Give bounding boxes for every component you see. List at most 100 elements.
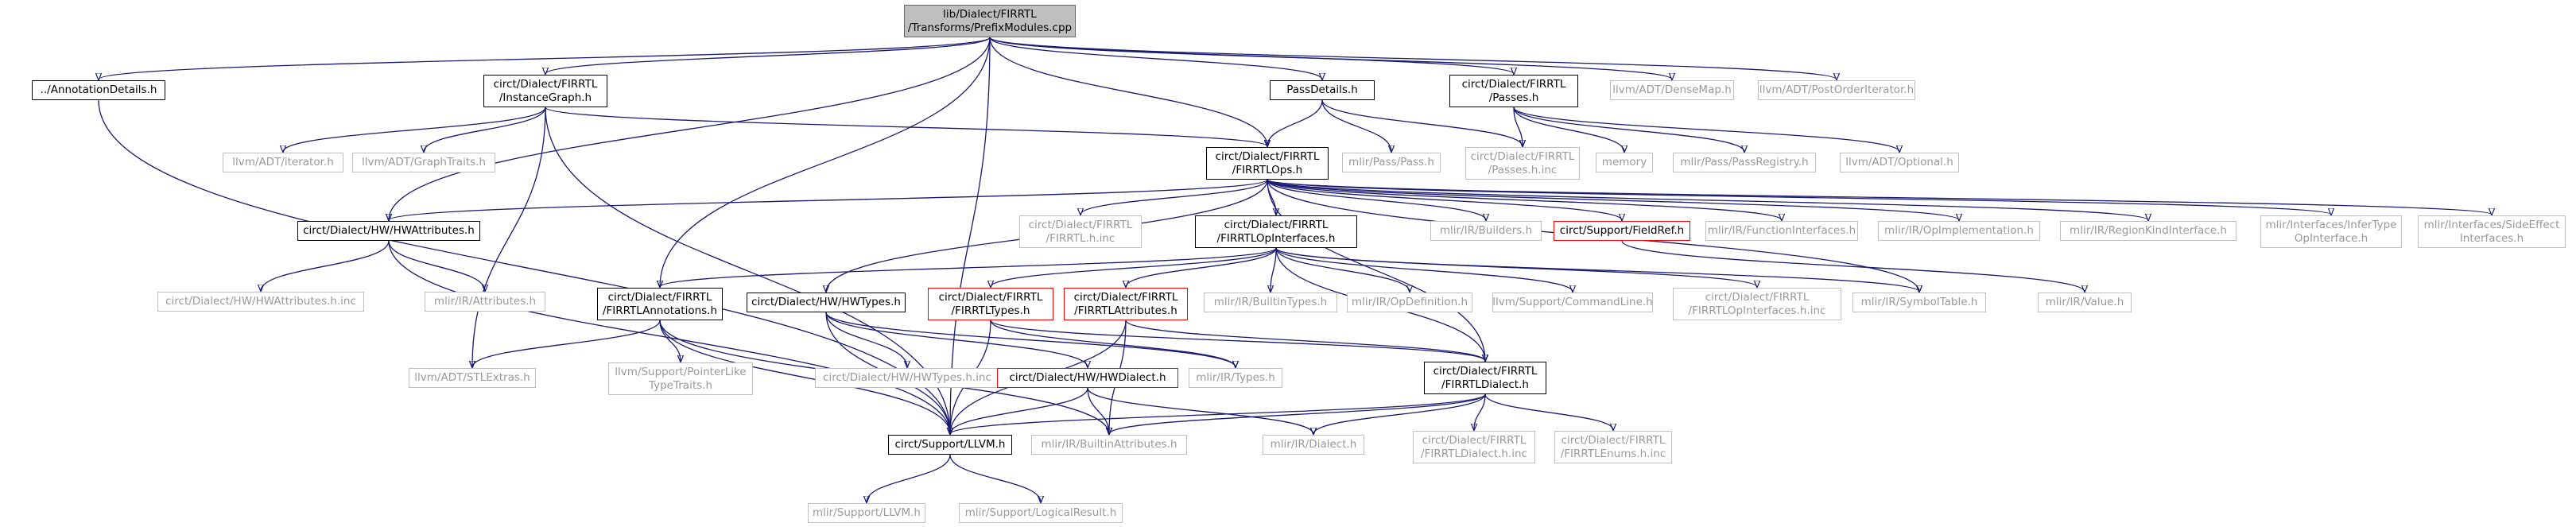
edge-llvmh-to-mlirllvm <box>867 454 951 502</box>
node-postorder: llvm/ADT/PostOrderIterator.h <box>1758 80 1915 100</box>
node-symboltable: mlir/IR/SymbolTable.h <box>1852 293 1986 312</box>
node-firrtlops[interactable]: circt/Dialect/FIRRTL /FIRRTLOps.h <box>1206 147 1329 180</box>
node-regionkind: mlir/IR/RegionKindInterface.h <box>2060 221 2237 241</box>
node-optional: llvm/ADT/Optional.h <box>1840 153 1959 172</box>
edge-instgraph-to-stlextras <box>472 107 546 367</box>
edge-root-to-hwattrs <box>389 37 991 220</box>
edge-passes-to-optional <box>1513 107 1899 152</box>
node-mlirattrs: mlir/IR/Attributes.h <box>425 292 545 312</box>
edge-hwdialect-to-mlirdialect <box>1087 387 1313 434</box>
edge-firrtldialect-to-dialectinc <box>1474 393 1486 430</box>
node-densemap: llvm/ADT/DenseMap.h <box>1610 80 1734 100</box>
edge-hwtypes-to-mlirtypes <box>825 312 1236 367</box>
node-fieldref[interactable]: circt/Support/FieldRef.h <box>1554 221 1690 241</box>
node-logicalresult: mlir/Support/LogicalResult.h <box>959 503 1123 523</box>
node-mlirllvm: mlir/Support/LLVM.h <box>808 503 925 523</box>
edge-firrtlops-to-firrtlinc <box>1080 179 1268 215</box>
edge-llvmh-to-logicalresult <box>949 454 1041 502</box>
edge-opinterfaces-to-commandline <box>1275 247 1573 292</box>
edge-firrtlannot-to-llvmh <box>659 320 950 434</box>
node-builtinattrs: mlir/IR/BuiltinAttributes.h <box>1031 435 1187 455</box>
edge-firrtlops-to-funcinterfaces <box>1267 179 1782 220</box>
node-passdetails[interactable]: PassDetails.h <box>1270 80 1375 100</box>
edge-instgraph-to-firrtlops <box>545 107 1267 146</box>
node-passregistry: mlir/Pass/PassRegistry.h <box>1673 153 1816 172</box>
edge-fieldref-to-mlirvalue <box>1621 240 2085 292</box>
node-mlirtypes: mlir/IR/Types.h <box>1189 368 1282 388</box>
node-sideeffect: mlir/Interfaces/SideEffect Interfaces.h <box>2418 215 2566 248</box>
node-infertype: mlir/Interfaces/InferType OpInterface.h <box>2260 215 2402 248</box>
edge-root-to-passdetails <box>989 37 1322 79</box>
node-passes[interactable]: circt/Dialect/FIRRTL /Passes.h <box>1449 75 1578 107</box>
edge-root-to-instgraph <box>545 37 991 74</box>
edge-firrtlops-to-fieldref <box>1267 179 1622 220</box>
node-iterator: llvm/ADT/iterator.h <box>223 153 343 172</box>
edge-hwattrs-to-mlirattrs <box>388 240 485 291</box>
node-opinterfacesinc: circt/Dialect/FIRRTL /FIRRTLOpInterfaces… <box>1673 288 1841 320</box>
edge-hwdialect-to-builtinattrs <box>1087 387 1109 434</box>
edge-instgraph-to-graphtraits <box>424 107 546 152</box>
edge-instgraph-to-iterator <box>283 107 546 152</box>
edge-firrtldialect-to-builtinattrs <box>1109 393 1486 434</box>
node-mlirvalue: mlir/IR/Value.h <box>2038 293 2132 312</box>
edge-firrtlannot-to-pointerlike <box>659 320 681 362</box>
edge-firrtlops-to-hwattrs <box>389 179 1268 220</box>
edge-firrtldialect-to-enumsinc <box>1484 393 1613 430</box>
node-stlextras: llvm/ADT/STLExtras.h <box>409 368 536 388</box>
node-enumsinc: circt/Dialect/FIRRTL /FIRRTLEnums.h.inc <box>1554 431 1672 463</box>
edge-hwattrs-to-hwattrsinc <box>261 240 390 291</box>
edge-hwattrs-to-llvmh <box>388 240 950 434</box>
edge-passdetails-to-firrtlops <box>1267 99 1323 146</box>
edge-opinterfaces-to-firrtltypes <box>991 247 1277 287</box>
edge-hwdialect-to-llvmh <box>950 387 1088 434</box>
node-llvmh[interactable]: circt/Support/LLVM.h <box>888 435 1012 455</box>
edge-root-to-llvmh <box>950 37 991 434</box>
edge-opinterfaces-to-symboltable <box>1275 247 1919 292</box>
edge-root-to-densemap <box>989 37 1672 79</box>
node-annot[interactable]: ../AnnotationDetails.h <box>32 80 165 100</box>
node-opimpl: mlir/IR/OpImplementation.h <box>1878 221 2040 241</box>
node-firrtlinc: circt/Dialect/FIRRTL /FIRRTL.h.inc <box>1019 215 1142 248</box>
edge-firrtlops-to-firrtldialect <box>1267 179 1485 361</box>
edge-firrtlannot-to-stlextras <box>472 320 661 367</box>
edge-opinterfaces-to-firrtlannot <box>660 247 1277 287</box>
node-instgraph[interactable]: circt/Dialect/FIRRTL /InstanceGraph.h <box>483 75 607 107</box>
edge-hwtypes-to-hwdialect <box>825 312 1088 367</box>
edge-root-to-annot <box>99 37 991 79</box>
node-firrtlannot[interactable]: circt/Dialect/FIRRTL /FIRRTLAnnotations.… <box>597 288 723 320</box>
node-mlirdialect: mlir/IR/Dialect.h <box>1263 435 1364 455</box>
edge-firrtlops-to-sideeffect <box>1267 179 2492 215</box>
edge-opinterfaces-to-builtintypes <box>1271 247 1277 292</box>
edge-passes-to-passesinc <box>1513 107 1523 146</box>
edge-hwtypes-to-hwtypesinc <box>825 312 907 367</box>
edge-firrtldialect-to-mlirdialect <box>1313 393 1486 434</box>
node-opdefinition: mlir/IR/OpDefinition.h <box>1347 293 1472 312</box>
node-hwtypes[interactable]: circt/Dialect/HW/HWTypes.h <box>747 293 906 312</box>
node-builders: mlir/IR/Builders.h <box>1430 221 1542 241</box>
node-hwdialect[interactable]: circt/Dialect/HW/HWDialect.h <box>997 368 1178 388</box>
node-commandline: llvm/Support/CommandLine.h <box>1492 293 1653 312</box>
node-funcinterfaces: mlir/IR/FunctionInterfaces.h <box>1705 221 1858 241</box>
node-graphtraits: llvm/ADT/GraphTraits.h <box>352 153 495 172</box>
edge-passes-to-passregistry <box>1513 107 1744 152</box>
node-firrtldialect[interactable]: circt/Dialect/FIRRTL /FIRRTLDialect.h <box>1424 362 1546 394</box>
node-memory: memory <box>1596 153 1653 172</box>
node-firrtltypes[interactable]: circt/Dialect/FIRRTL /FIRRTLTypes.h <box>928 288 1053 320</box>
node-opinterfaces[interactable]: circt/Dialect/FIRRTL /FIRRTLOpInterfaces… <box>1195 215 1357 248</box>
node-hwtypesinc: circt/Dialect/HW/HWTypes.h.inc <box>815 368 999 388</box>
edge-root-to-postorder <box>989 37 1837 79</box>
edge-firrtlattributes-to-firrtldialect <box>1125 320 1485 361</box>
edge-passdetails-to-passesinc <box>1321 99 1523 146</box>
node-firrtlattributes[interactable]: circt/Dialect/FIRRTL /FIRRTLAttributes.h <box>1064 288 1188 320</box>
node-passesinc: circt/Dialect/FIRRTL /Passes.h.inc <box>1465 147 1580 180</box>
edge-firrtlops-to-regionkind <box>1267 179 2148 220</box>
edge-root-to-firrtlannot <box>660 37 991 287</box>
edge-firrtlops-to-infertype <box>1267 179 2331 215</box>
node-builtintypes: mlir/IR/BuiltinTypes.h <box>1204 293 1337 312</box>
node-hwattrs[interactable]: circt/Dialect/HW/HWAttributes.h <box>297 221 480 241</box>
node-pointerlike: llvm/Support/PointerLike TypeTraits.h <box>608 362 753 395</box>
edge-passes-to-memory <box>1513 107 1624 152</box>
node-dialectinc: circt/Dialect/FIRRTL /FIRRTLDialect.h.in… <box>1413 431 1535 463</box>
